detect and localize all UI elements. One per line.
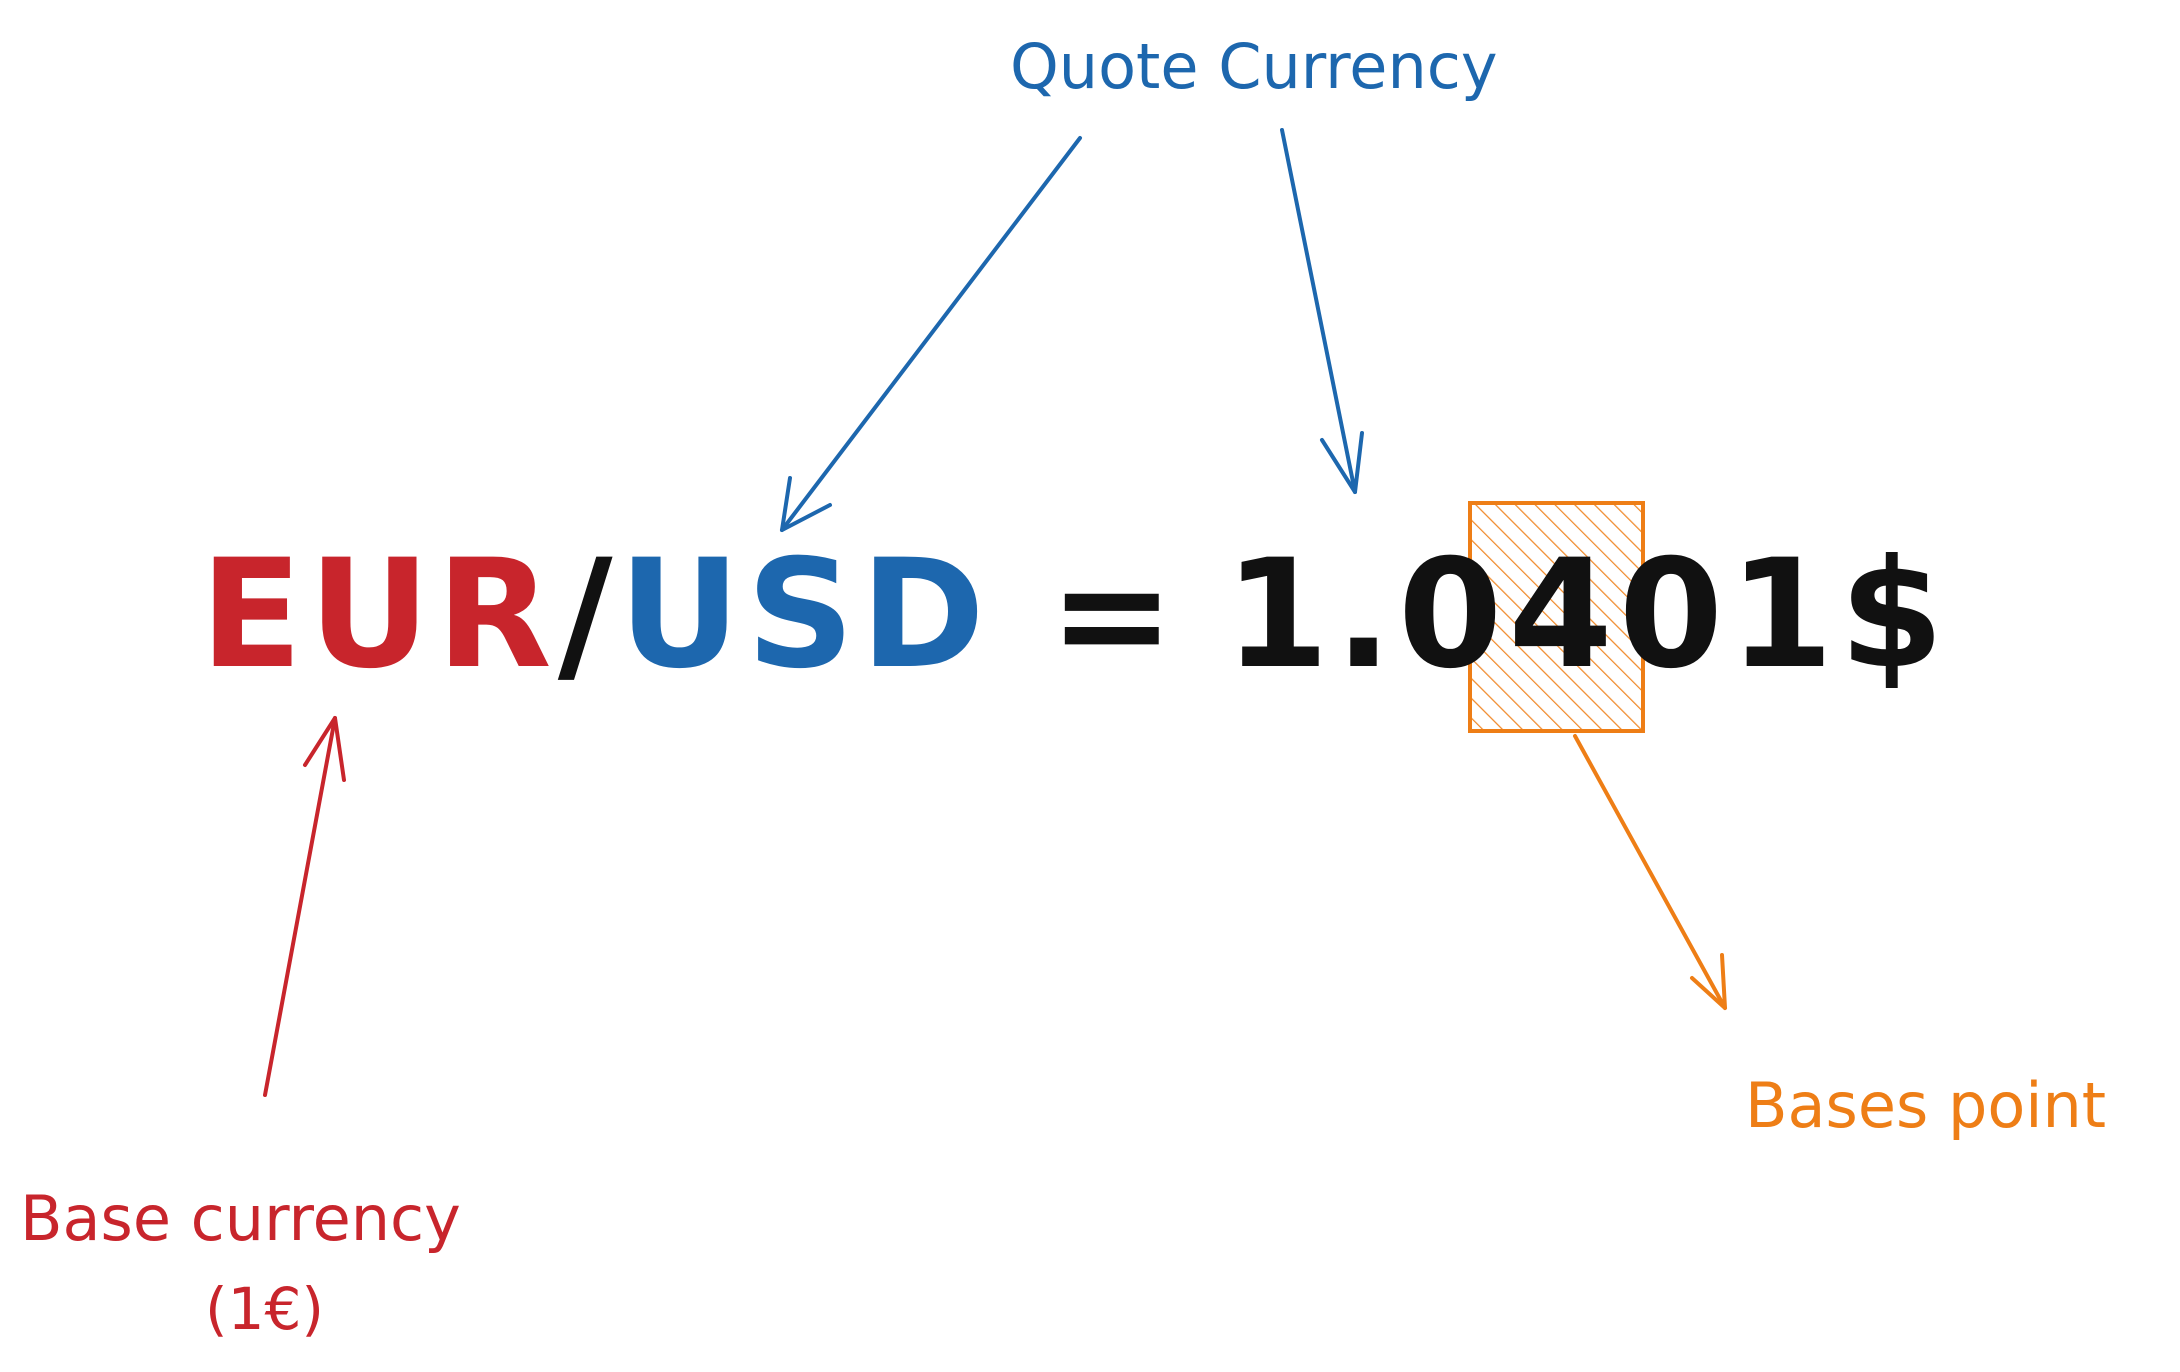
bases-point-highlight-box xyxy=(1468,501,1645,733)
dollar-symbol: $ xyxy=(1839,528,1950,702)
bases-point-arrow xyxy=(1573,734,1727,1010)
quote-currency-code: USD xyxy=(618,528,991,702)
base-currency-label: Base currency xyxy=(20,1182,461,1255)
quote-arrow-to-rate xyxy=(1280,128,1364,494)
bases-point-label: Bases point xyxy=(1745,1069,2107,1142)
quote-arrow-to-usd xyxy=(780,136,1082,532)
quote-currency-label: Quote Currency xyxy=(1010,30,1498,103)
exchange-rate-value: 1.0401 xyxy=(1224,528,1840,702)
base-arrow-to-eur xyxy=(263,716,346,1097)
base-currency-code: EUR xyxy=(200,528,558,702)
pair-separator: / xyxy=(557,528,619,702)
equals-sign: = xyxy=(1048,528,1181,702)
exchange-rate-formula: EUR/USD=1.0401$ xyxy=(200,540,1950,690)
base-currency-note: (1€) xyxy=(205,1275,325,1343)
